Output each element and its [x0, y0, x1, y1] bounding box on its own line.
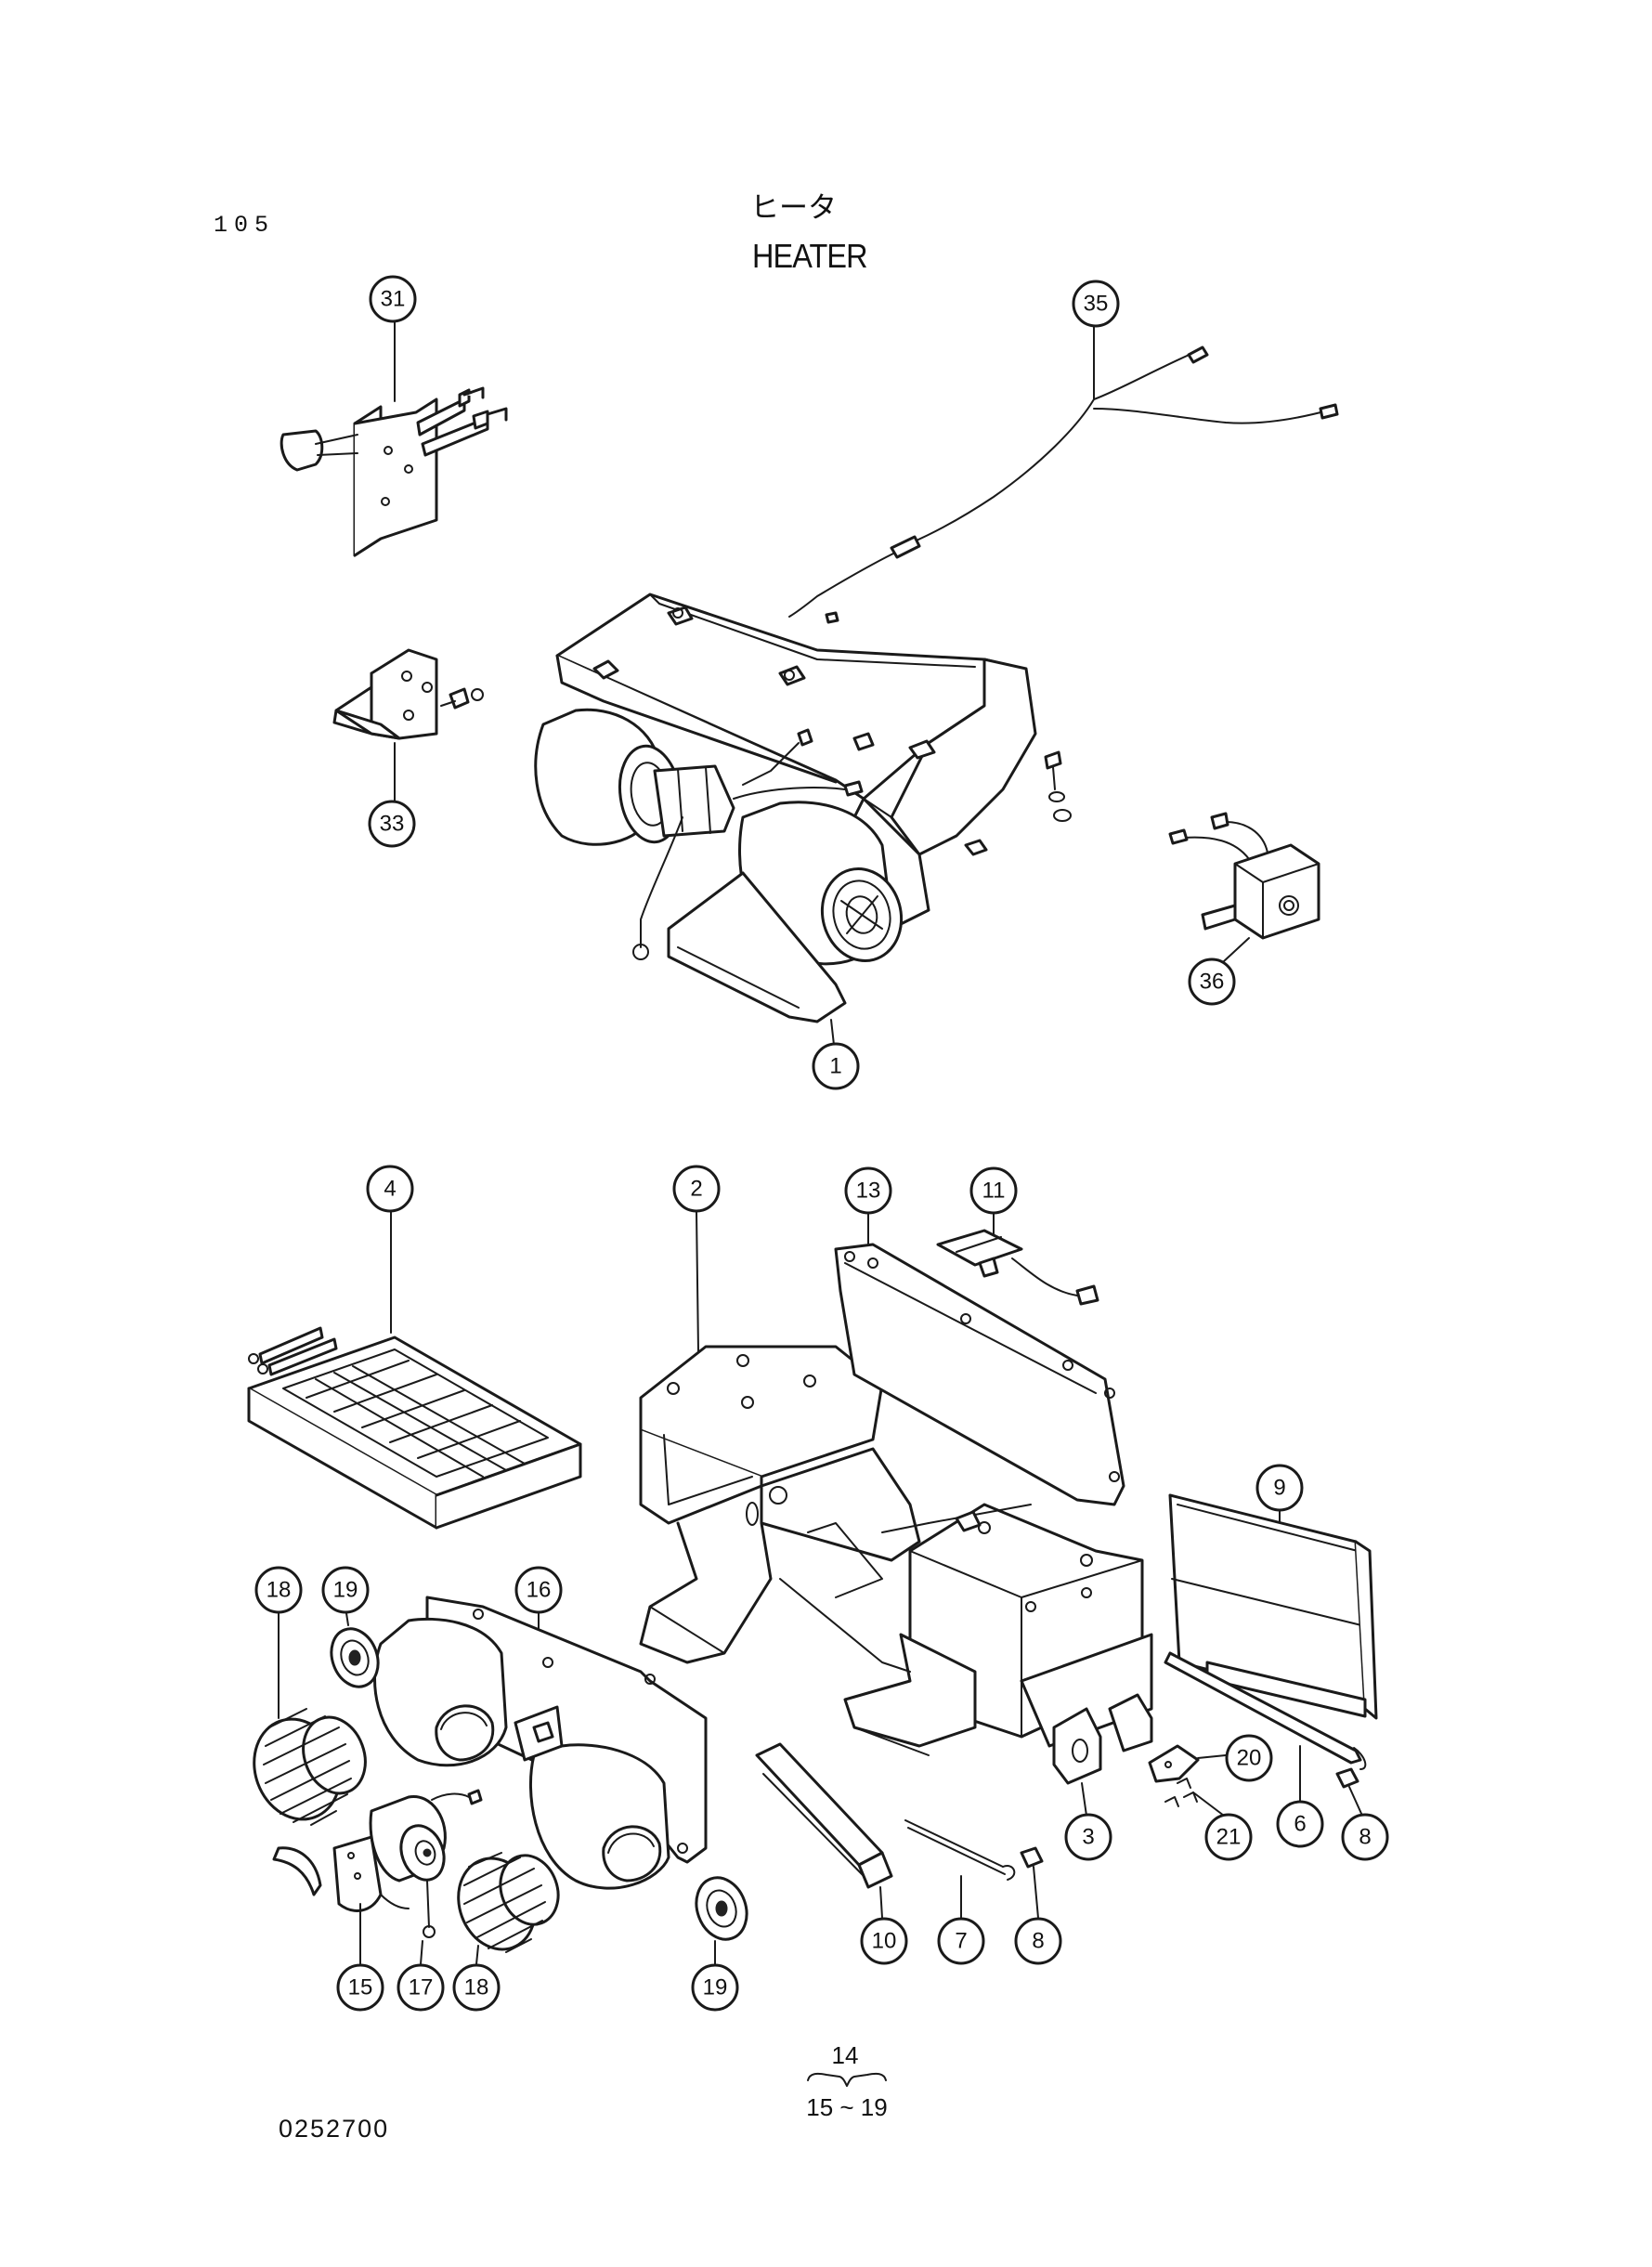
drawing-code: 0252700 [279, 2115, 390, 2143]
callout-4: 4 [366, 1165, 414, 1213]
callout-18-lower: 18 [452, 1963, 501, 2012]
callout-13: 13 [844, 1166, 892, 1215]
callout-20: 20 [1225, 1734, 1273, 1782]
callout-17: 17 [397, 1963, 445, 2012]
callout-1: 1 [812, 1042, 860, 1090]
part-8-cap-center [1020, 1846, 1044, 1919]
svg-text:21: 21 [1216, 1825, 1242, 1850]
part-19-flange-ring-upper [330, 1612, 380, 1688]
callout-8-right: 8 [1341, 1813, 1389, 1861]
svg-text:19: 19 [333, 1578, 358, 1603]
part-6-rod [1164, 1651, 1367, 1803]
svg-text:19: 19 [703, 1975, 728, 2000]
svg-text:7: 7 [955, 1929, 967, 1954]
callout-16: 16 [514, 1566, 563, 1614]
callout-36: 36 [1188, 958, 1236, 1006]
svg-text:17: 17 [409, 1975, 434, 2000]
part-36-relay [1168, 812, 1320, 962]
svg-text:15: 15 [348, 1975, 373, 2000]
callout-3: 3 [1064, 1813, 1112, 1861]
svg-text:13: 13 [856, 1179, 881, 1204]
callout-7: 7 [937, 1917, 985, 1965]
title-english: HEATER [752, 237, 868, 275]
title-japanese: ヒータ [750, 191, 837, 225]
part-15-motor-clamp [272, 1835, 410, 1965]
svg-text:4: 4 [384, 1177, 396, 1202]
part-35-wire-harness [788, 319, 1339, 624]
part-9-filter [1168, 1493, 1378, 1720]
svg-text:35: 35 [1084, 292, 1109, 317]
part-8-cap-right [1335, 1767, 1363, 1817]
assembly-children-range: 15 ~ 19 [806, 2093, 887, 2121]
callout-9: 9 [1255, 1464, 1304, 1512]
svg-text:8: 8 [1359, 1825, 1371, 1850]
callout-19: 19 [321, 1566, 370, 1614]
svg-text:18: 18 [267, 1578, 292, 1603]
svg-text:16: 16 [527, 1578, 552, 1603]
svg-text:8: 8 [1032, 1929, 1044, 1954]
svg-text:2: 2 [690, 1177, 702, 1202]
part-4-heater-core [247, 1211, 582, 1530]
part-7-small-rod [904, 1819, 1016, 1919]
assembly-parent-number: 14 [832, 2041, 859, 2069]
callout-21: 21 [1204, 1813, 1253, 1861]
callout-18: 18 [254, 1566, 303, 1614]
part-19-flange-ring-lower [695, 1876, 748, 1965]
callout-35: 35 [1072, 280, 1120, 328]
callout-15: 15 [336, 1963, 384, 2012]
part-10-seal-strip [755, 1742, 893, 1919]
svg-text:1: 1 [829, 1054, 841, 1079]
callout-8-center: 8 [1014, 1917, 1062, 1965]
part-33-angle-bracket [332, 648, 484, 802]
callout-31: 31 [369, 275, 417, 323]
callout-11: 11 [969, 1166, 1018, 1215]
callout-2: 2 [672, 1165, 721, 1213]
part-18-fan-wheel-lower [457, 1852, 560, 1965]
part-2-heater-case [639, 1211, 1153, 1756]
svg-text:9: 9 [1273, 1476, 1285, 1501]
part-20-clip [1148, 1744, 1227, 1783]
assembly-brace [807, 2072, 887, 2087]
part-31-fitting-bracket [280, 319, 508, 557]
part-11-wire-harness-connector [936, 1211, 1099, 1306]
svg-text:18: 18 [464, 1975, 489, 2000]
part-18-fan-wheel-left [253, 1610, 367, 1826]
callout-19-lower: 19 [691, 1963, 739, 2012]
svg-text:31: 31 [381, 287, 406, 312]
svg-text:10: 10 [872, 1929, 897, 1954]
callout-10: 10 [860, 1917, 908, 1965]
callout-33: 33 [368, 800, 416, 848]
callout-6: 6 [1276, 1800, 1324, 1848]
part-21-screws [1164, 1778, 1225, 1817]
assembly-note: 14 15 ~ 19 [806, 2041, 887, 2121]
part-16-blower-housing [373, 1596, 708, 1890]
svg-text:6: 6 [1294, 1812, 1306, 1837]
part-13-cover-plate [834, 1211, 1125, 1506]
part-1-heater-unit [534, 593, 1072, 1046]
svg-text:36: 36 [1200, 970, 1225, 995]
svg-text:33: 33 [380, 812, 405, 837]
svg-text:3: 3 [1082, 1825, 1094, 1850]
svg-text:11: 11 [982, 1179, 1006, 1204]
part-3-mount-bracket [1052, 1693, 1153, 1817]
svg-text:20: 20 [1237, 1746, 1262, 1771]
page-number: 105 [214, 212, 276, 239]
part-17-blower-motor [369, 1789, 483, 1965]
